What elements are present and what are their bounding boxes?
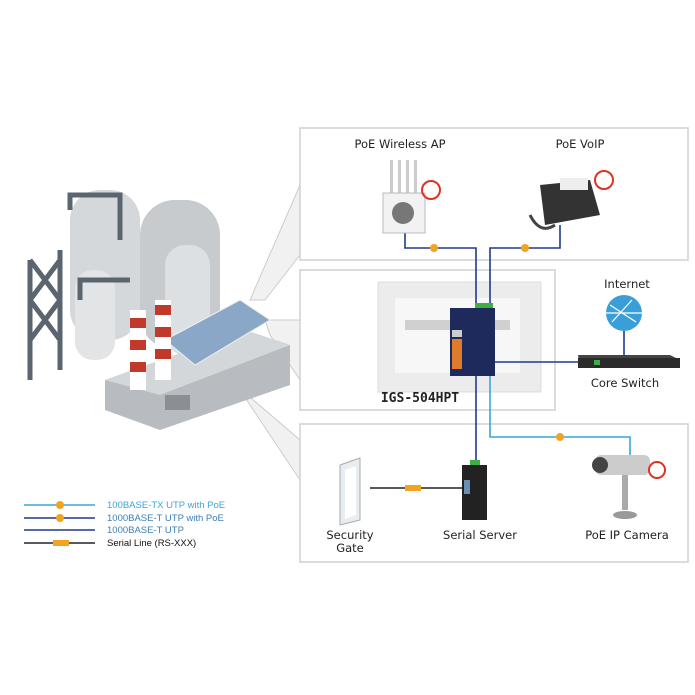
serial-tag-icon [405,485,421,491]
poe-marker-icon [56,514,64,522]
label-security-gate-2: Gate [336,541,364,555]
label-core-switch: Core Switch [591,376,659,390]
internet-globe-icon[interactable] [606,295,642,331]
voip-phone-icon [528,170,614,230]
label-ip-camera: PoE IP Camera [585,528,669,542]
poe-marker-icon [521,244,529,252]
callout-top [249,184,301,301]
legend-item: Serial Line (RS-XXX) [107,538,196,549]
legend-item: 1000BASE-T UTP with PoE [107,513,224,524]
security-gate-icon[interactable] [339,457,361,526]
ip-camera-icon[interactable] [592,455,666,519]
core-switch-icon[interactable] [578,355,680,368]
legend: 100BASE-TX UTP with PoE 1000BASE-T UTP w… [24,500,225,549]
label-switch-model: IGS-504HPT [381,391,459,406]
factory-illustration [27,190,290,430]
label-security-gate-1: Security [326,528,373,542]
poe-marker-icon [556,433,564,441]
label-voip: PoE VoIP [556,137,605,151]
no-power-icon [421,180,441,200]
no-power-icon [648,461,666,479]
poe-marker-icon [56,501,64,509]
cable-ap [404,232,477,305]
wireless-ap-icon [382,160,441,234]
panel-poe-devices [299,127,689,261]
no-power-icon [594,170,614,190]
label-wireless-ap: PoE Wireless AP [354,137,445,151]
legend-item: 1000BASE-T UTP [107,525,184,536]
poe-marker-icon [430,244,438,252]
legend-item: 100BASE-TX UTP with PoE [107,500,225,511]
label-serial-server: Serial Server [443,528,517,542]
igs-504hpt-switch[interactable] [450,303,495,376]
serial-tag-icon [53,540,69,546]
label-internet: Internet [604,277,650,291]
serial-server-icon[interactable] [462,460,487,520]
